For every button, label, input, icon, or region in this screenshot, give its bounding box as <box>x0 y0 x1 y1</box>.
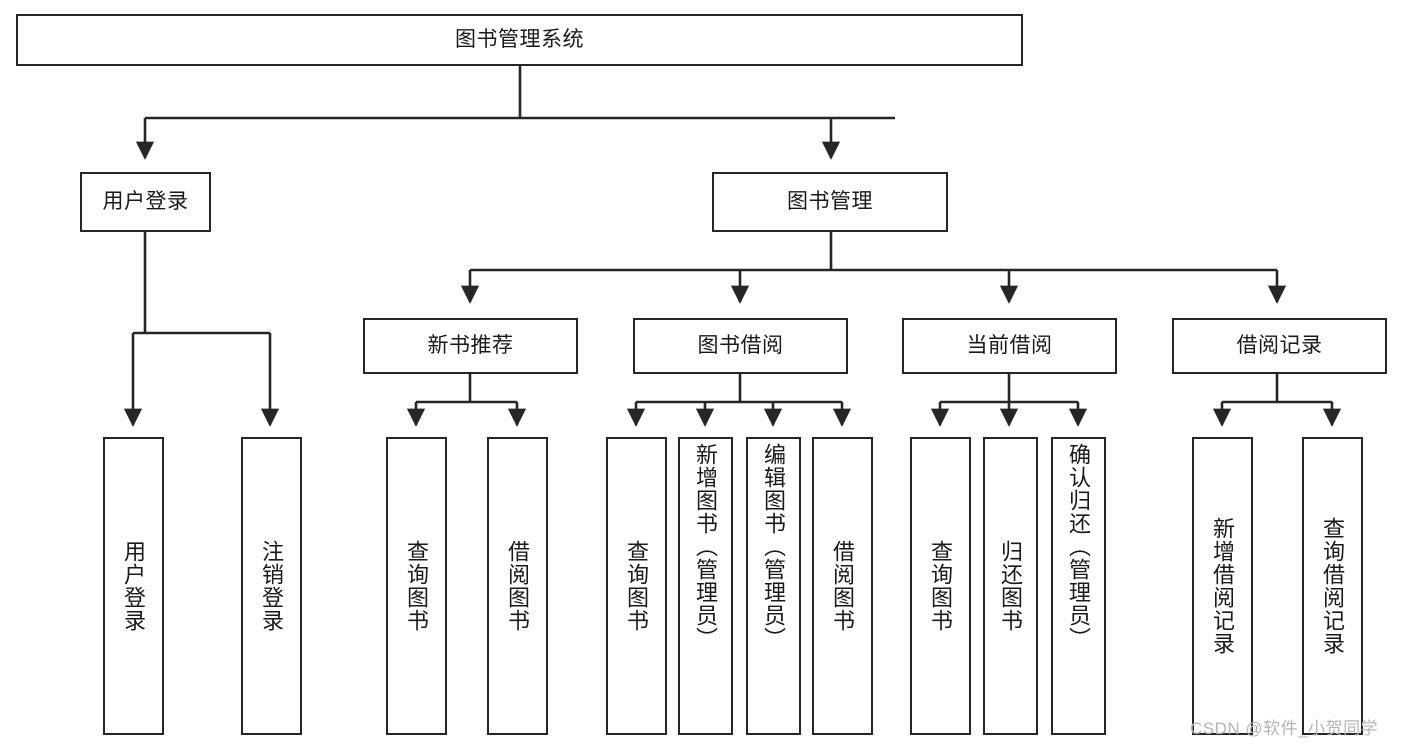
leaf-logout-login[interactable]: 注销登录 <box>241 437 302 735</box>
node-book-borrowing[interactable]: 图书借阅 <box>633 318 848 374</box>
node-label: 新增图书（管理员） <box>693 443 719 650</box>
node-label: 确认归还（管理员） <box>1066 443 1092 650</box>
node-new-book-recommendation[interactable]: 新书推荐 <box>363 318 578 374</box>
leaf-query-borrow-record[interactable]: 查询借阅记录 <box>1302 437 1363 735</box>
node-label: 用户登录 <box>121 540 147 632</box>
node-label: 查询借阅记录 <box>1320 517 1346 655</box>
leaf-edit-book-admin[interactable]: 编辑图书（管理员） <box>746 437 801 735</box>
node-current-borrowing[interactable]: 当前借阅 <box>902 318 1117 374</box>
node-label: 图书管理系统 <box>455 27 584 51</box>
leaf-add-book-admin[interactable]: 新增图书（管理员） <box>678 437 733 735</box>
node-label: 归还图书 <box>998 540 1024 632</box>
node-root-book-management-system[interactable]: 图书管理系统 <box>16 14 1023 66</box>
node-label: 注销登录 <box>259 540 285 632</box>
node-label: 借阅图书 <box>830 540 856 632</box>
node-label: 查询图书 <box>404 540 430 632</box>
leaf-borrow-book-recommend[interactable]: 借阅图书 <box>487 437 548 735</box>
node-label: 新增借阅记录 <box>1210 517 1236 655</box>
leaf-query-book-borrow[interactable]: 查询图书 <box>606 437 667 735</box>
leaf-borrow-book[interactable]: 借阅图书 <box>812 437 873 735</box>
node-label: 用户登录 <box>102 189 189 213</box>
node-user-login[interactable]: 用户登录 <box>80 172 211 232</box>
leaf-user-login[interactable]: 用户登录 <box>103 437 164 735</box>
node-book-management[interactable]: 图书管理 <box>712 172 948 232</box>
leaf-return-book[interactable]: 归还图书 <box>983 437 1038 735</box>
node-label: 查询图书 <box>624 540 650 632</box>
node-label: 图书借阅 <box>697 333 784 357</box>
node-label: 新书推荐 <box>427 333 514 357</box>
leaf-query-book-recommend[interactable]: 查询图书 <box>386 437 447 735</box>
node-borrowing-record[interactable]: 借阅记录 <box>1172 318 1387 374</box>
leaf-query-book-current[interactable]: 查询图书 <box>910 437 971 735</box>
node-label: 当前借阅 <box>966 333 1053 357</box>
node-label: 借阅图书 <box>505 540 531 632</box>
csdn-watermark: CSDN @软件_小贺同学 <box>1190 719 1379 738</box>
node-label: 借阅记录 <box>1236 333 1323 357</box>
node-label: 图书管理 <box>787 189 873 213</box>
leaf-add-borrow-record[interactable]: 新增借阅记录 <box>1192 437 1253 735</box>
node-label: 编辑图书（管理员） <box>761 443 787 650</box>
leaf-confirm-return-admin[interactable]: 确认归还（管理员） <box>1051 437 1106 735</box>
node-label: 查询图书 <box>928 540 954 632</box>
